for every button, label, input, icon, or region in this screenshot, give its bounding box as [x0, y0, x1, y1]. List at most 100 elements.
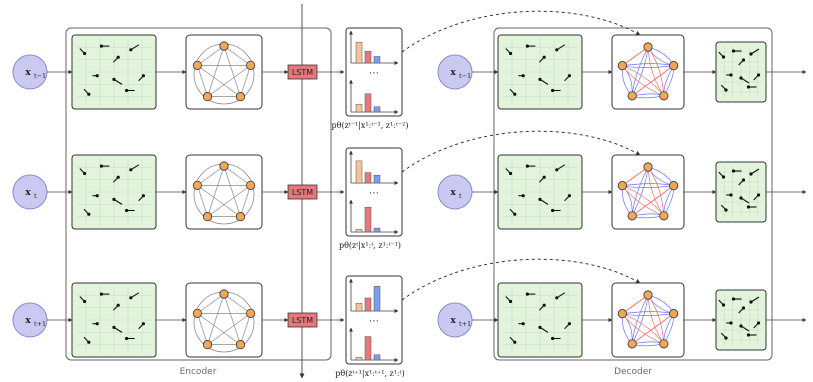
trajectory-point	[125, 208, 129, 213]
trajectory-point	[83, 171, 87, 176]
graph-edge	[240, 185, 251, 217]
posterior-formula: pθ(zᵗ⁺¹|x¹ːᵗ⁺¹, z¹ːᵗ)	[335, 369, 404, 378]
trajectory-point	[721, 303, 726, 307]
trajectory-point	[749, 300, 753, 304]
graph-edge	[207, 293, 225, 345]
trajectory-point	[567, 322, 572, 326]
trajectory-point	[721, 175, 726, 179]
trajectory-point	[99, 164, 103, 168]
graph-edge	[197, 165, 225, 186]
grid-panel	[497, 154, 583, 230]
grid-panel	[715, 41, 767, 103]
bar-top	[355, 302, 363, 312]
bar-top	[355, 160, 363, 184]
grid-panel	[497, 282, 583, 358]
trajectory-point	[129, 48, 133, 52]
graph-node	[202, 340, 213, 350]
graph-node	[219, 41, 229, 51]
trajectory-point	[509, 171, 513, 176]
graph-panel	[185, 34, 263, 110]
graph-node	[669, 61, 679, 71]
graph-edge	[207, 313, 251, 345]
bar-bottom	[355, 357, 363, 361]
ellipsis: ⋯	[369, 68, 379, 79]
graph-node	[669, 181, 679, 191]
sampling-arrow	[401, 130, 641, 173]
trajectory-point	[741, 58, 746, 62]
bar-top	[373, 56, 381, 64]
graph-node	[627, 91, 637, 101]
graph-edge	[207, 45, 225, 97]
node-label: x	[25, 68, 31, 78]
graph-edge	[207, 185, 251, 217]
graph-node	[202, 212, 213, 222]
trajectory-point	[129, 168, 133, 172]
graph-node	[235, 212, 246, 222]
graph-edge	[223, 165, 251, 186]
node-subscript: t+1	[459, 320, 471, 328]
bar-bottom	[373, 354, 381, 361]
graph-node	[235, 92, 246, 102]
graph-node	[669, 309, 679, 319]
trajectory-point	[125, 88, 129, 93]
encoder-label: Encoder	[180, 367, 217, 377]
bar-bottom	[373, 106, 381, 113]
trajectory-point	[749, 172, 753, 176]
trajectory-point	[555, 296, 559, 300]
trajectory-point	[95, 74, 99, 78]
bar-bottom	[364, 336, 372, 361]
trajectory-point	[521, 322, 525, 326]
graph-edge	[223, 45, 251, 66]
trajectory-point	[83, 51, 87, 56]
grid-panel	[715, 161, 767, 223]
trajectory-point	[112, 325, 116, 329]
ellipsis: ⋯	[369, 188, 379, 199]
trajectory-point	[509, 299, 513, 304]
ellipsis: ⋯	[369, 316, 379, 327]
trajectory-point	[95, 322, 99, 326]
trajectory-point	[555, 168, 559, 172]
trajectory-point	[521, 74, 525, 78]
trajectory-point	[729, 321, 733, 325]
graph-panel	[611, 34, 685, 110]
trajectory-point	[756, 321, 761, 325]
node-subscript: t+1	[34, 320, 46, 328]
trajectory-point	[741, 306, 746, 310]
graph-panel	[611, 282, 685, 358]
trajectory-point	[87, 340, 91, 344]
trajectory-point	[567, 74, 572, 78]
trajectory-point	[129, 296, 133, 300]
decoder-label: Decoder	[614, 367, 652, 377]
grid-panel	[715, 289, 767, 351]
trajectory-point	[125, 336, 129, 341]
trajectory-point	[721, 55, 726, 59]
trajectory-point	[525, 292, 530, 296]
trajectory-point	[746, 205, 751, 209]
node-subscript: t−1	[459, 72, 471, 80]
lstm-label: LSTM	[292, 188, 313, 197]
bar-bottom	[364, 93, 372, 113]
graph-edge	[197, 185, 208, 217]
trajectory-point	[551, 336, 555, 341]
trajectory-point	[731, 49, 736, 53]
trajectory-point	[739, 76, 743, 80]
trajectory-point	[724, 336, 728, 340]
graph-edge	[197, 45, 225, 66]
graph-panel	[185, 282, 263, 358]
distribution-panel: ⋯	[345, 275, 403, 365]
graph-edge	[223, 45, 241, 97]
graph-node	[235, 340, 246, 350]
graph-edge	[223, 165, 241, 217]
sampling-arrow	[401, 10, 641, 53]
node-subscript: t−1	[34, 72, 46, 80]
graph-node	[643, 290, 653, 300]
graph-edge	[223, 293, 241, 345]
bar-top	[364, 172, 372, 184]
bar-top	[364, 51, 372, 64]
trajectory-point	[513, 92, 517, 96]
trajectory-point	[567, 194, 572, 198]
trajectory-point	[756, 193, 761, 197]
